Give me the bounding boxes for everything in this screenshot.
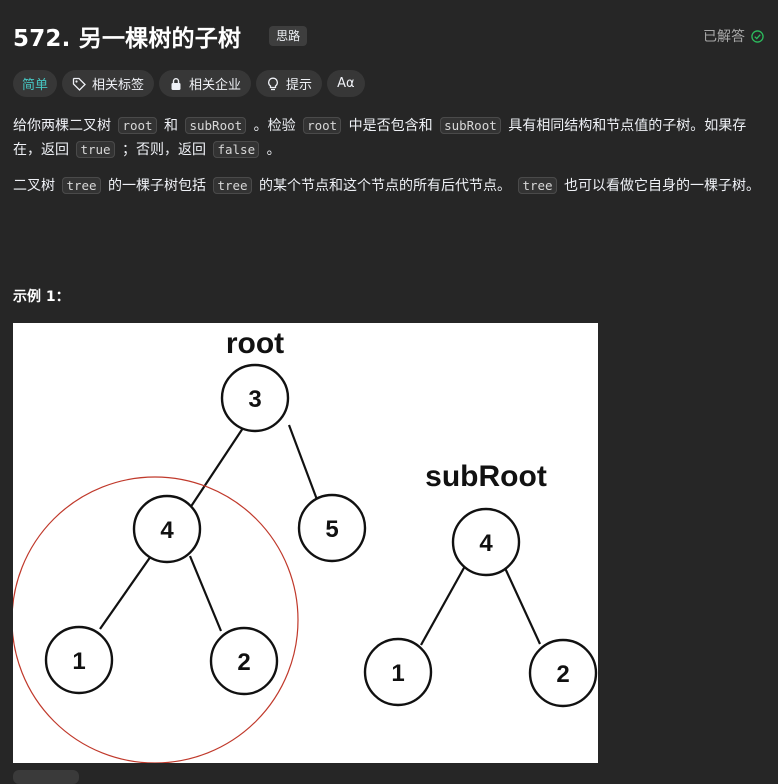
description-paragraph-1: 给你两棵二叉树 root 和 subRoot 。检验 root 中是否包含和 s… [13, 114, 773, 162]
inline-code: false [213, 141, 260, 158]
desc-text: 。 [266, 142, 281, 158]
desc-text: 具有相同结构和节点值的子树。如果存在，返回 [13, 118, 747, 158]
edge-3-4 [187, 424, 246, 512]
inline-code: subRoot [185, 117, 247, 134]
check-circle-icon [751, 29, 764, 43]
desc-text: 中是否包含和 [348, 118, 433, 134]
inline-code: root [303, 117, 342, 134]
node-label: 2 [556, 661, 569, 688]
solved-label: 已解答 [703, 29, 745, 45]
tree-node [528, 638, 598, 708]
hint-button[interactable]: 提示 [256, 70, 323, 97]
tree-node [132, 494, 202, 564]
inline-code: tree [213, 177, 252, 194]
inline-code: tree [518, 177, 557, 194]
subroot-label: subRoot [425, 460, 547, 493]
tree-node [209, 626, 279, 696]
related-tags-button[interactable]: 相关标签 [62, 70, 155, 97]
edge-3-5 [287, 424, 321, 506]
node-label: 4 [479, 530, 493, 557]
desc-text: 。检验 [253, 118, 296, 134]
font-size-button[interactable]: Aα [327, 70, 365, 97]
edge-4-1 [99, 555, 152, 630]
node-label: 5 [325, 516, 338, 543]
tree-diagram: root subRoot 3 4 5 1 2 4 1 2 [11, 327, 598, 764]
node-label: 4 [160, 517, 174, 544]
difficulty-label: 简单 [22, 78, 49, 93]
inline-code: tree [62, 177, 101, 194]
lightbulb-icon [268, 77, 278, 90]
difficulty-tag[interactable]: 简单 [13, 70, 58, 97]
node-label: 2 [237, 649, 250, 676]
inline-code: root [118, 117, 157, 134]
edge-4-2 [188, 555, 223, 632]
hint-label: 提示 [286, 78, 313, 93]
root-label: root [226, 327, 284, 360]
desc-text: ；否则，返回 [122, 142, 207, 158]
tree-node [363, 637, 433, 707]
problem-description: 给你两棵二叉树 root 和 subRoot 。检验 root 中是否包含和 s… [13, 114, 773, 210]
related-tags-label: 相关标签 [92, 78, 145, 93]
tag-icon [72, 77, 86, 91]
node-label: 1 [391, 660, 404, 687]
related-companies-label: 相关企业 [189, 78, 242, 93]
related-companies-button[interactable]: 相关企业 [159, 70, 252, 97]
desc-text: 二叉树 [13, 178, 55, 194]
edge-sub-4-1 [420, 565, 466, 646]
think-badge[interactable]: 思路 [269, 26, 308, 46]
lock-icon [171, 77, 181, 90]
title-row: 572. 另一棵树的子树 思路 已解答 [13, 20, 770, 52]
desc-text: 和 [164, 118, 179, 134]
tree-node [220, 363, 290, 433]
inline-code: subRoot [440, 117, 501, 134]
inline-code: true [76, 141, 115, 158]
solved-status: 已解答 [703, 20, 764, 52]
edge-sub-4-2 [504, 567, 541, 645]
tree-node [297, 493, 367, 563]
desc-text: 给你两棵二叉树 [13, 118, 111, 134]
example-title: 示例 1： [13, 289, 70, 305]
tag-bar: 简单 相关标签 相关企业 提示 Aα [13, 70, 365, 97]
tree-node [44, 625, 114, 695]
desc-text: 也可以看做它自身的一棵子树。 [564, 178, 761, 194]
desc-text: 的一棵子树包括 [108, 178, 207, 194]
node-label: 1 [72, 648, 85, 675]
desc-text: 的某个节点和这个节点的所有后代节点。 [259, 178, 512, 194]
description-paragraph-2: 二叉树 tree 的一棵子树包括 tree 的某个节点和这个节点的所有后代节点。… [13, 174, 773, 198]
font-size-icon: Aα [337, 76, 355, 91]
tree-node [451, 507, 521, 577]
example-figure: root subRoot 3 4 5 1 2 4 1 2 [11, 323, 598, 764]
node-label: 3 [248, 386, 261, 413]
problem-title[interactable]: 572. 另一棵树的子树 [13, 26, 242, 52]
bottom-partial-button[interactable] [13, 770, 79, 784]
